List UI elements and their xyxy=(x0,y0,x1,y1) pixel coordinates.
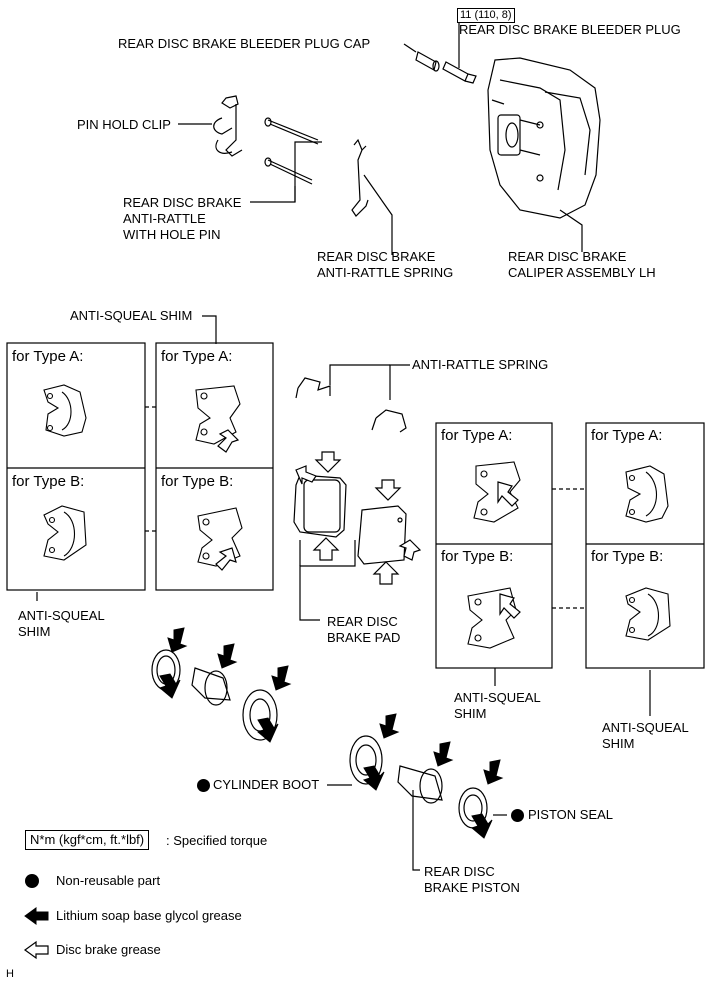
label-caliper: REAR DISC BRAKE CALIPER ASSEMBLY LH xyxy=(508,249,656,280)
label-anti-rattle-spring-mid: ANTI-RATTLE SPRING xyxy=(412,357,549,372)
box-type-a-2: for Type A: xyxy=(161,348,233,365)
box-type-a-4: for Type A: xyxy=(591,427,663,444)
legend-lithium: Lithium soap base glycol grease xyxy=(56,908,242,923)
non-reusable-dot-boot xyxy=(197,779,210,792)
box-type-a-1: for Type A: xyxy=(12,348,84,365)
solid-arrow-legend-icon xyxy=(24,907,49,925)
label-anti-rattle-spring-top: REAR DISC BRAKE ANTI-RATTLE SPRING xyxy=(317,249,454,280)
open-arrow-legend-icon xyxy=(23,940,49,960)
label-anti-squeal-shim-top: ANTI-SQUEAL SHIM xyxy=(70,308,193,323)
legend-torque-desc: : Specified torque xyxy=(166,833,268,848)
label-brake-piston: REAR DISC BRAKE PISTON xyxy=(424,864,520,895)
label-brake-pad: REAR DISC BRAKE PAD xyxy=(327,614,401,645)
label-piston-seal: PISTON SEAL xyxy=(528,807,614,822)
non-reusable-dot-seal xyxy=(511,809,524,822)
box-type-a-3: for Type A: xyxy=(441,427,513,444)
non-reusable-legend-icon xyxy=(25,874,39,888)
legend-non-reusable: Non-reusable part xyxy=(56,873,161,888)
box-type-b-4: for Type B: xyxy=(591,548,664,565)
torque-bleeder-plug: 11 (110, 8) xyxy=(457,8,515,23)
label-anti-squeal-shim-right1: ANTI-SQUEAL SHIM xyxy=(454,690,541,721)
box-type-b-1: for Type B: xyxy=(12,473,85,490)
label-bleeder-plug-cap: REAR DISC BRAKE BLEEDER PLUG CAP xyxy=(118,36,371,51)
label-bleeder-plug: REAR DISC BRAKE BLEEDER PLUG xyxy=(459,22,681,37)
legend-disc-grease: Disc brake grease xyxy=(56,942,161,957)
box-type-b-2: for Type B: xyxy=(161,473,234,490)
label-anti-squeal-shim-right2: ANTI-SQUEAL SHIM xyxy=(602,720,689,751)
box-type-b-3: for Type B: xyxy=(441,548,514,565)
label-anti-rattle-pin: REAR DISC BRAKE ANTI-RATTLE WITH HOLE PI… xyxy=(123,195,242,242)
label-pin-hold-clip: PIN HOLD CLIP xyxy=(77,117,171,132)
label-anti-squeal-shim-left: ANTI-SQUEAL SHIM xyxy=(18,608,105,639)
figure-code: H xyxy=(6,968,14,980)
label-cylinder-boot: CYLINDER BOOT xyxy=(213,777,320,792)
legend-torque-unit: N*m (kgf*cm, ft.*lbf) xyxy=(25,830,150,850)
